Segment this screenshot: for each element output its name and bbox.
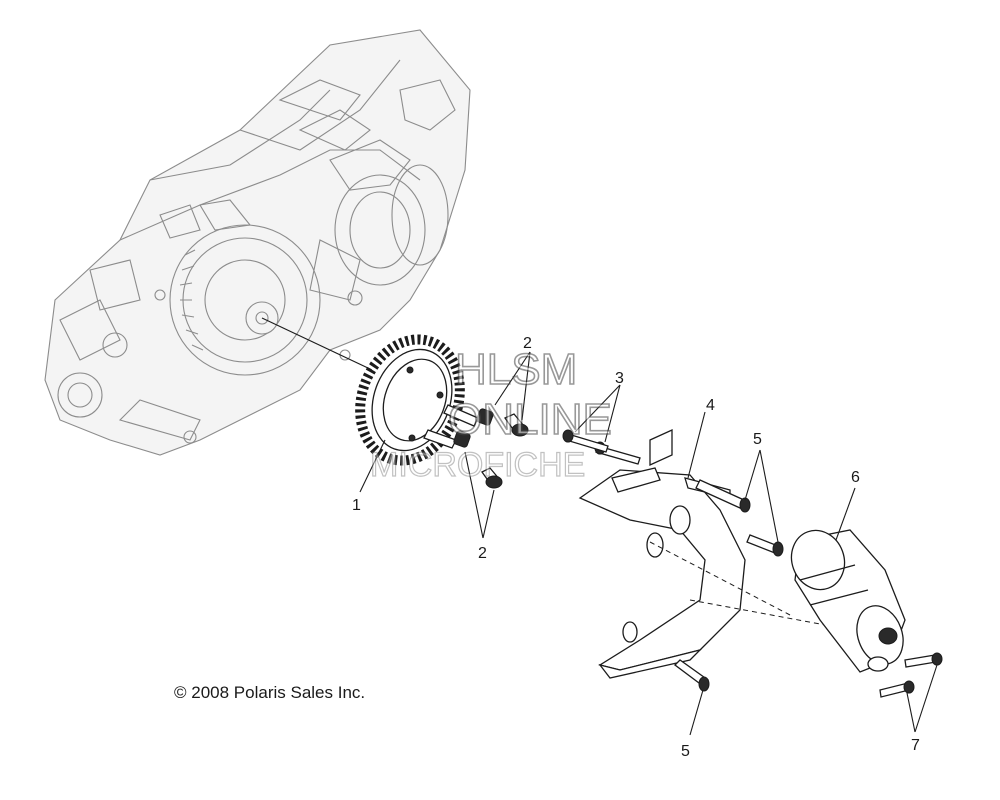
engine-crankcase (44, 29, 471, 456)
callout-5-bottom: 5 (681, 743, 690, 760)
starter-motor (790, 487, 906, 673)
callout-2-top: 2 (523, 335, 532, 352)
callout-7: 7 (911, 737, 920, 754)
watermark: HLSM ONLINE MICROFICHE (369, 344, 612, 484)
callout-5-top: 5 (753, 431, 762, 448)
ring-gear (355, 334, 465, 466)
callout-3: 3 (615, 370, 624, 387)
screws-7 (879, 652, 943, 733)
watermark-line3: MICROFICHE (370, 446, 585, 484)
watermark-line1: HLSM (455, 345, 577, 394)
bolts-5 (674, 449, 784, 736)
callout-1: 1 (352, 497, 361, 514)
leader-1 (359, 439, 386, 493)
watermark-line2: ONLINE (448, 395, 612, 444)
callout-6: 6 (851, 469, 860, 486)
callout-4: 4 (706, 397, 715, 414)
screws-3 (562, 384, 641, 465)
bolts-2 (423, 351, 531, 539)
copyright-notice: © 2008 Polaris Sales Inc. (174, 683, 365, 702)
callout-2-bottom: 2 (478, 545, 487, 562)
